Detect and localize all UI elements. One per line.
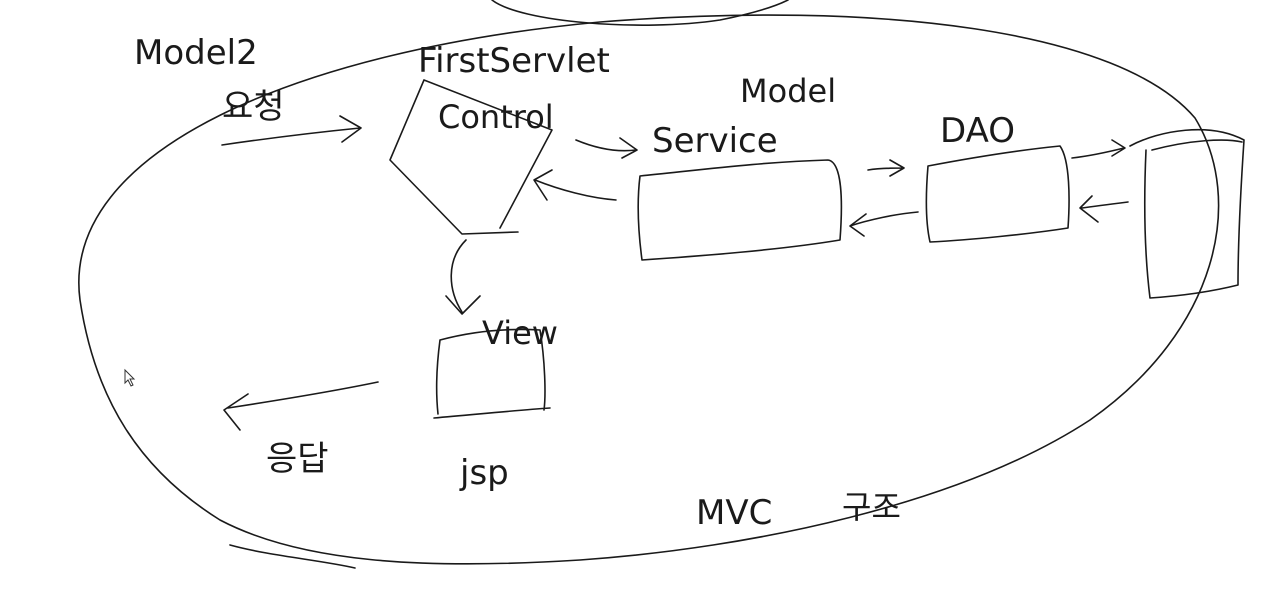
model2-label: Model2 bbox=[134, 33, 258, 73]
service-to-controller-arrow bbox=[533, 169, 617, 201]
controller-to-service-arrow bbox=[575, 137, 638, 159]
model-label: Model bbox=[740, 72, 836, 110]
view-box bbox=[433, 328, 551, 419]
first-servlet-label: FirstServlet bbox=[418, 41, 610, 81]
mvc-label: MVC bbox=[696, 493, 772, 533]
controller-to-view-arrow bbox=[445, 239, 481, 315]
dao-label: DAO bbox=[940, 111, 1015, 151]
jsp-label: jsp bbox=[459, 453, 509, 493]
service-to-dao-arrow bbox=[867, 159, 905, 177]
request-label: 요청 bbox=[222, 87, 285, 127]
mvc-boundary-oval bbox=[78, 14, 1220, 565]
database-to-dao-arrow bbox=[1079, 195, 1129, 223]
dao-to-service-arrow bbox=[849, 211, 919, 237]
mouse-pointer-icon bbox=[124, 368, 136, 387]
request-arrow bbox=[221, 115, 362, 146]
database-box bbox=[1129, 128, 1245, 299]
service-box bbox=[637, 159, 843, 261]
structure-label: 구조 bbox=[842, 488, 901, 526]
first-servlet-diamond bbox=[389, 79, 553, 235]
top-partial-ellipse bbox=[491, 0, 789, 26]
dao-box bbox=[925, 145, 1070, 243]
oval-tail-stroke bbox=[229, 544, 356, 569]
control-label: Control bbox=[438, 98, 554, 136]
service-label: Service bbox=[652, 121, 778, 161]
view-label: View bbox=[482, 314, 558, 352]
response-arrow bbox=[223, 381, 379, 431]
dao-to-database-arrow bbox=[1071, 139, 1126, 159]
response-label: 응답 bbox=[266, 439, 329, 479]
